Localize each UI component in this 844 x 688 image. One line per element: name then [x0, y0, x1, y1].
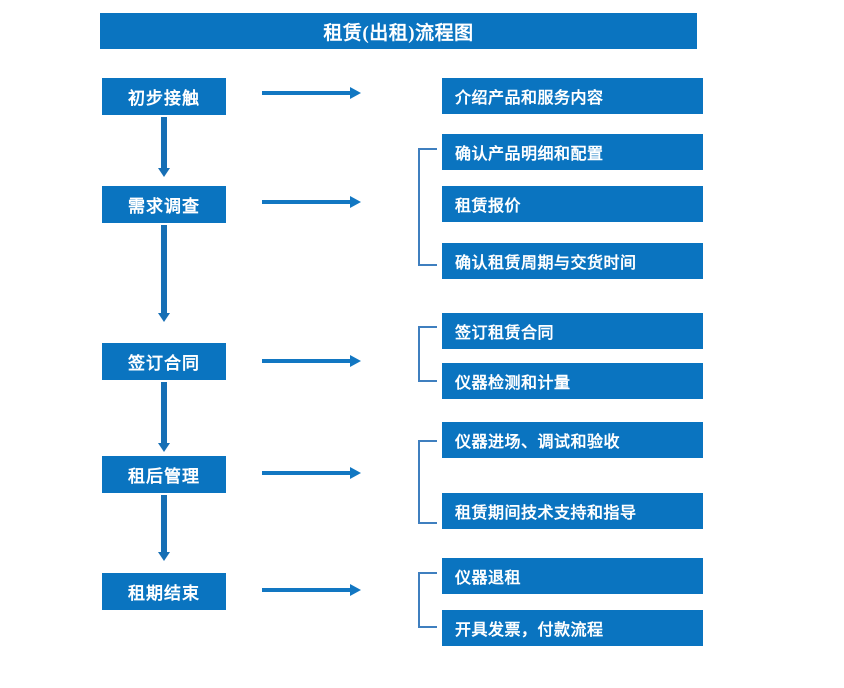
detail-box-label: 租赁期间技术支持和指导 — [455, 505, 637, 522]
down-arrow-icon — [158, 382, 170, 452]
stage-box-label: 需求调查 — [128, 197, 200, 216]
right-arrow-shaft — [262, 91, 352, 95]
right-arrow-shaft — [262, 359, 352, 363]
detail-box[interactable]: 介绍产品和服务内容 — [442, 78, 703, 114]
right-arrow-head — [350, 355, 361, 367]
detail-box-label: 租赁报价 — [455, 198, 522, 215]
detail-box-label: 确认租赁周期与交货时间 — [455, 255, 637, 272]
group-bracket — [418, 148, 437, 266]
group-bracket — [418, 572, 437, 628]
right-arrow-head — [350, 87, 361, 99]
down-arrow-icon — [158, 117, 170, 177]
down-arrow-head — [158, 313, 170, 322]
stage-box[interactable]: 租后管理 — [102, 456, 226, 493]
down-arrow-shaft — [161, 225, 167, 313]
detail-box[interactable]: 确认产品明细和配置 — [442, 134, 703, 170]
right-arrow-head — [350, 196, 361, 208]
down-arrow-icon — [158, 225, 170, 322]
stage-box-label: 签订合同 — [128, 354, 200, 373]
stage-box-label: 租后管理 — [128, 467, 200, 486]
stage-box[interactable]: 需求调查 — [102, 186, 226, 223]
right-arrow-shaft — [262, 588, 352, 592]
right-arrow-head — [350, 467, 361, 479]
detail-box-label: 确认产品明细和配置 — [455, 146, 604, 163]
down-arrow-icon — [158, 495, 170, 561]
down-arrow-shaft — [161, 117, 167, 168]
right-arrow-shaft — [262, 200, 352, 204]
down-arrow-shaft — [161, 382, 167, 443]
right-arrow-head — [350, 584, 361, 596]
page-title: 租赁(出租)流程图 — [100, 13, 697, 49]
stage-box-label: 初步接触 — [128, 89, 200, 108]
detail-box[interactable]: 租赁报价 — [442, 186, 703, 222]
detail-box-label: 仪器检测和计量 — [455, 375, 571, 392]
down-arrow-head — [158, 552, 170, 561]
detail-box[interactable]: 仪器退租 — [442, 558, 703, 594]
detail-box[interactable]: 确认租赁周期与交货时间 — [442, 243, 703, 279]
stage-box[interactable]: 租期结束 — [102, 573, 226, 610]
down-arrow-shaft — [161, 495, 167, 552]
detail-box-label: 介绍产品和服务内容 — [455, 90, 604, 107]
stage-box-label: 租期结束 — [128, 584, 200, 603]
group-bracket — [418, 326, 437, 382]
detail-box[interactable]: 开具发票，付款流程 — [442, 610, 703, 646]
detail-box-label: 开具发票，付款流程 — [455, 622, 604, 639]
right-arrow-shaft — [262, 471, 352, 475]
detail-box[interactable]: 仪器检测和计量 — [442, 363, 703, 399]
detail-box-label: 仪器进场、调试和验收 — [455, 434, 621, 451]
group-bracket — [418, 440, 437, 524]
stage-box[interactable]: 签订合同 — [102, 343, 226, 380]
detail-box-label: 仪器退租 — [455, 570, 522, 587]
detail-box-label: 签订租赁合同 — [455, 325, 555, 342]
detail-box[interactable]: 签订租赁合同 — [442, 313, 703, 349]
down-arrow-head — [158, 168, 170, 177]
detail-box[interactable]: 仪器进场、调试和验收 — [442, 422, 703, 458]
down-arrow-head — [158, 443, 170, 452]
stage-box[interactable]: 初步接触 — [102, 78, 226, 115]
detail-box[interactable]: 租赁期间技术支持和指导 — [442, 493, 703, 529]
